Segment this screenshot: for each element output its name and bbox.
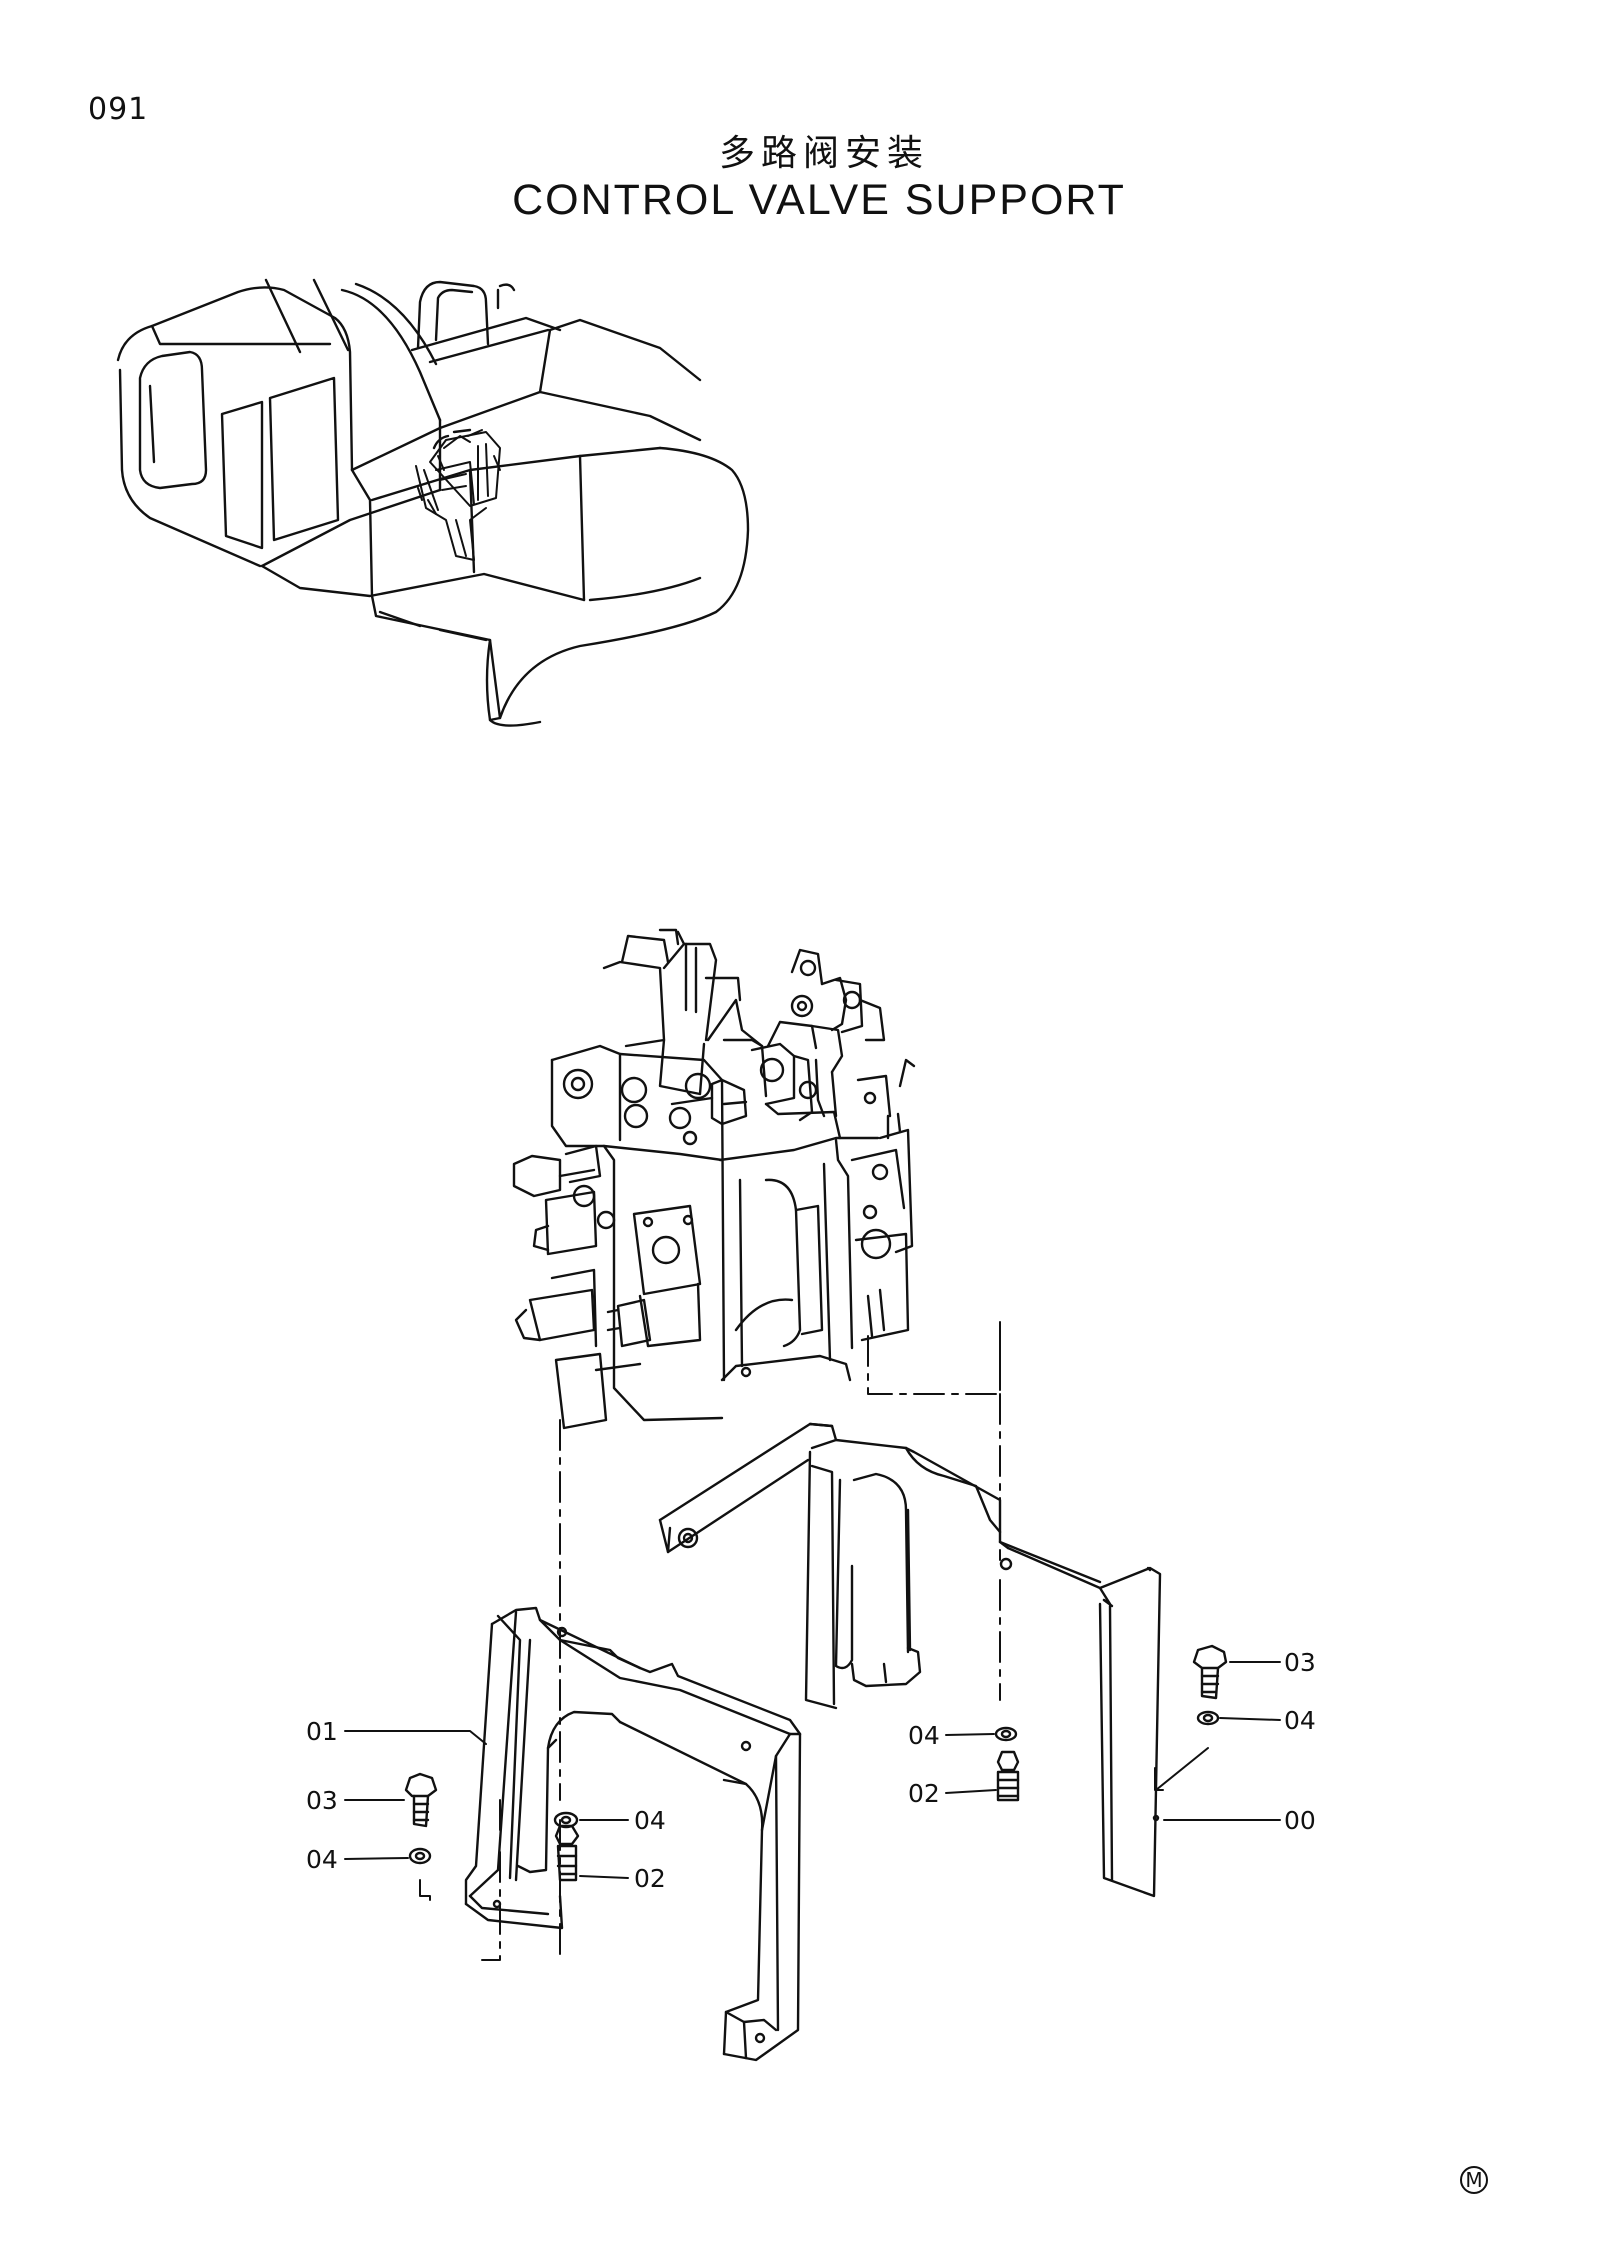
callout-01: 01 <box>306 1717 338 1746</box>
excavator-overview-illustration <box>116 278 750 727</box>
page-title-chinese: 多路阀安装 <box>718 133 929 174</box>
callout-03-left: 03 <box>306 1786 338 1815</box>
page-title-english: CONTROL VALVE SUPPORT <box>512 176 1126 224</box>
bolt-part-03-right <box>1192 1644 1228 1700</box>
control-valve-assembly <box>512 928 916 1430</box>
bolt-part-02-right <box>996 1750 1020 1802</box>
washer-part-04-right <box>1196 1710 1220 1726</box>
callout-02-right: 02 <box>908 1779 940 1808</box>
callout-04-right: 04 <box>1284 1706 1316 1735</box>
bolt-part-03-left <box>404 1772 438 1828</box>
callout-02-left: 02 <box>634 1864 666 1893</box>
callout-04-center: 04 <box>908 1721 940 1750</box>
corner-mark-letter: M <box>1465 2168 1482 2192</box>
page-number: 091 <box>88 92 149 127</box>
callout-leader-lines <box>344 1661 1281 1879</box>
assembly-centerlines <box>419 1321 1171 1961</box>
washer-part-04-left <box>408 1847 432 1865</box>
callout-04-left: 04 <box>306 1845 338 1874</box>
callout-labels: 01 03 04 04 02 04 02 03 04 00 <box>306 1648 1316 1893</box>
callout-03-right: 03 <box>1284 1648 1316 1677</box>
bracket-part-01 <box>464 1606 802 2062</box>
callout-04-mid: 04 <box>634 1806 666 1835</box>
bolt-part-02-left <box>554 1824 580 1882</box>
washer-part-04-center <box>994 1726 1018 1742</box>
bracket-part-00 <box>658 1422 1162 1898</box>
callout-00: 00 <box>1284 1806 1316 1835</box>
corner-mark: M <box>1460 2166 1488 2194</box>
